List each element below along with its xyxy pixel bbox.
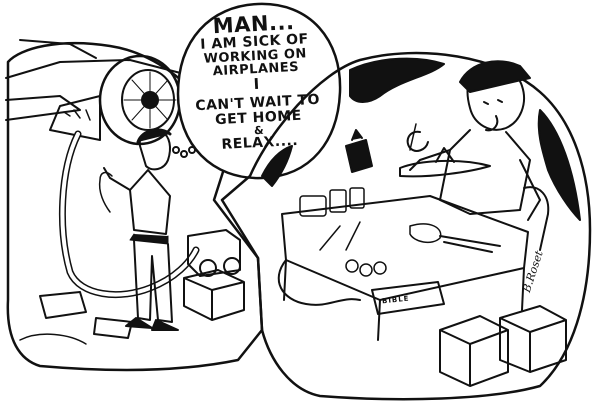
right-panel-scene xyxy=(220,51,592,401)
bible-book xyxy=(371,281,445,315)
airplane-fuselage xyxy=(5,59,201,79)
glue-bottle xyxy=(345,129,373,173)
modeler-person xyxy=(406,60,541,221)
mechanic-left xyxy=(98,128,179,331)
speech-bubble xyxy=(176,2,342,180)
bench-tools xyxy=(299,187,501,277)
model-airplane xyxy=(399,147,491,178)
power-cord xyxy=(277,259,361,306)
ink-shading xyxy=(349,57,445,103)
airplane-wing xyxy=(5,95,81,121)
left-panel-scene xyxy=(5,39,264,372)
left-crate xyxy=(183,269,245,321)
right-panel-border xyxy=(220,51,592,401)
speech-bubble-text: MAN... I AM SICK OF WORKING ON AIRPLANES… xyxy=(174,2,341,178)
scattered-books xyxy=(39,291,133,339)
air-hose xyxy=(58,130,200,298)
chair xyxy=(523,186,550,251)
speech-bubble-outline xyxy=(176,2,342,180)
kit-boxes xyxy=(439,305,567,387)
